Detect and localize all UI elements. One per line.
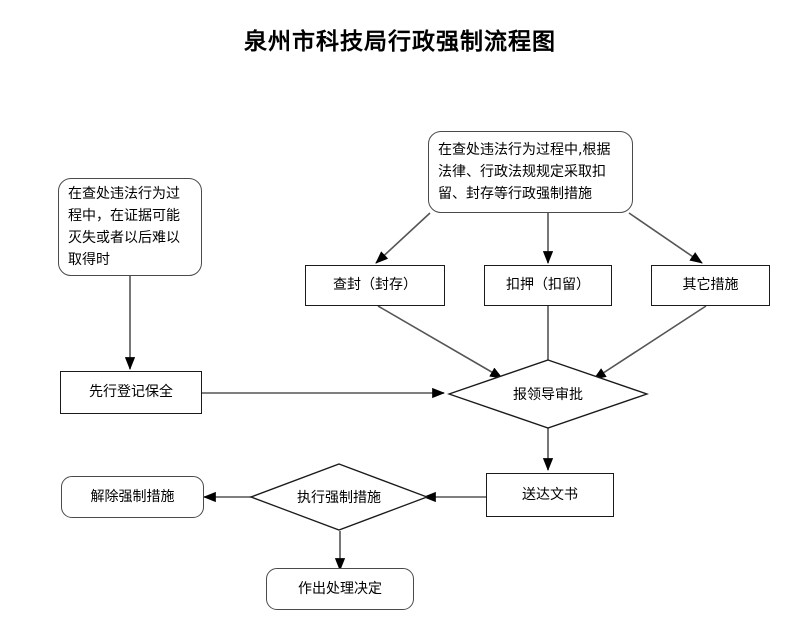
node-approval[interactable]: 报领导审批 — [447, 358, 649, 430]
node-register-preservation[interactable]: 先行登记保全 — [60, 371, 202, 414]
node-approval-label: 报领导审批 — [513, 387, 583, 403]
node-detain-label: 扣押（扣留） — [506, 277, 590, 293]
node-seal[interactable]: 查封（封存） — [305, 265, 445, 306]
node-release-measures[interactable]: 解除强制措施 — [61, 476, 204, 518]
node-seal-label: 查封（封存） — [333, 277, 417, 293]
node-condition-evidence[interactable]: 在查处违法行为过程中，在证据可能灭失或者以后难以取得时 — [58, 178, 202, 276]
node-enforce[interactable]: 执行强制措施 — [249, 462, 429, 532]
page-title: 泉州市科技局行政强制流程图 — [244, 28, 556, 55]
approval-diamond-shape — [447, 359, 649, 429]
node-condition-evidence-label: 在查处违法行为过程中，在证据可能灭失或者以后难以取得时 — [68, 186, 180, 268]
node-condition-measures-label: 在查处违法行为过程中,根据法律、行政法规规定采取扣留、封存等行政强制措施 — [438, 142, 611, 202]
edge-measures-to-other — [628, 212, 703, 264]
node-other-measures[interactable]: 其它措施 — [651, 265, 770, 306]
node-detain[interactable]: 扣押（扣留） — [484, 265, 612, 306]
node-deliver-document-label: 送达文书 — [522, 486, 578, 503]
node-release-measures-label: 解除强制措施 — [90, 488, 175, 505]
node-register-preservation-label: 先行登记保全 — [89, 384, 173, 400]
node-enforce-label: 执行强制措施 — [297, 490, 381, 506]
node-other-measures-label: 其它措施 — [682, 277, 739, 293]
enforce-diamond-shape — [249, 463, 429, 531]
edge-measures-to-seal — [375, 212, 431, 264]
node-condition-measures[interactable]: 在查处违法行为过程中,根据法律、行政法规规定采取扣留、封存等行政强制措施 — [428, 131, 633, 213]
node-make-decision[interactable]: 作出处理决定 — [266, 568, 414, 610]
node-deliver-document[interactable]: 送达文书 — [486, 473, 614, 517]
node-make-decision-label: 作出处理决定 — [298, 580, 382, 597]
